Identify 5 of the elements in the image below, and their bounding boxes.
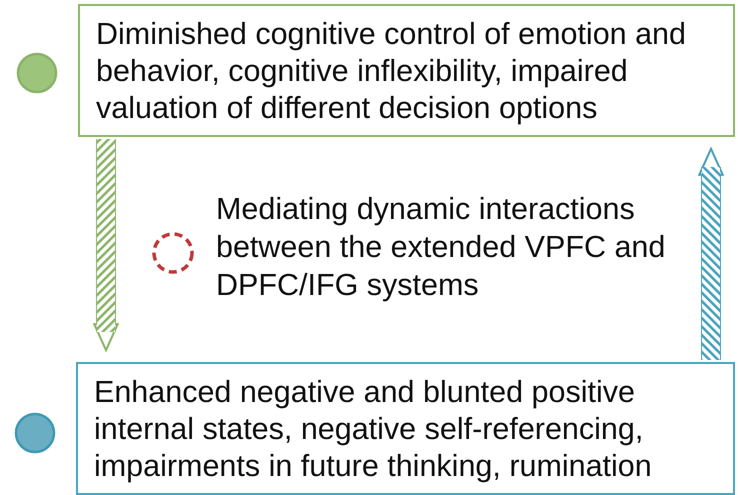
annotation-text: Mediating dynamic interactions between the extended VPFC and DPFC/IFG systems [216,191,666,304]
text-box [78,4,735,137]
text-box [76,362,735,495]
box-text: Enhanced negative and blunted positive internal states, negative self-referencing, impairments in future thinking, rumination [94,374,653,485]
box-text: Diminished cognitive control of emotion and behavior, cognitive inflexibility, impaired valuation of different decision options [96,16,687,127]
